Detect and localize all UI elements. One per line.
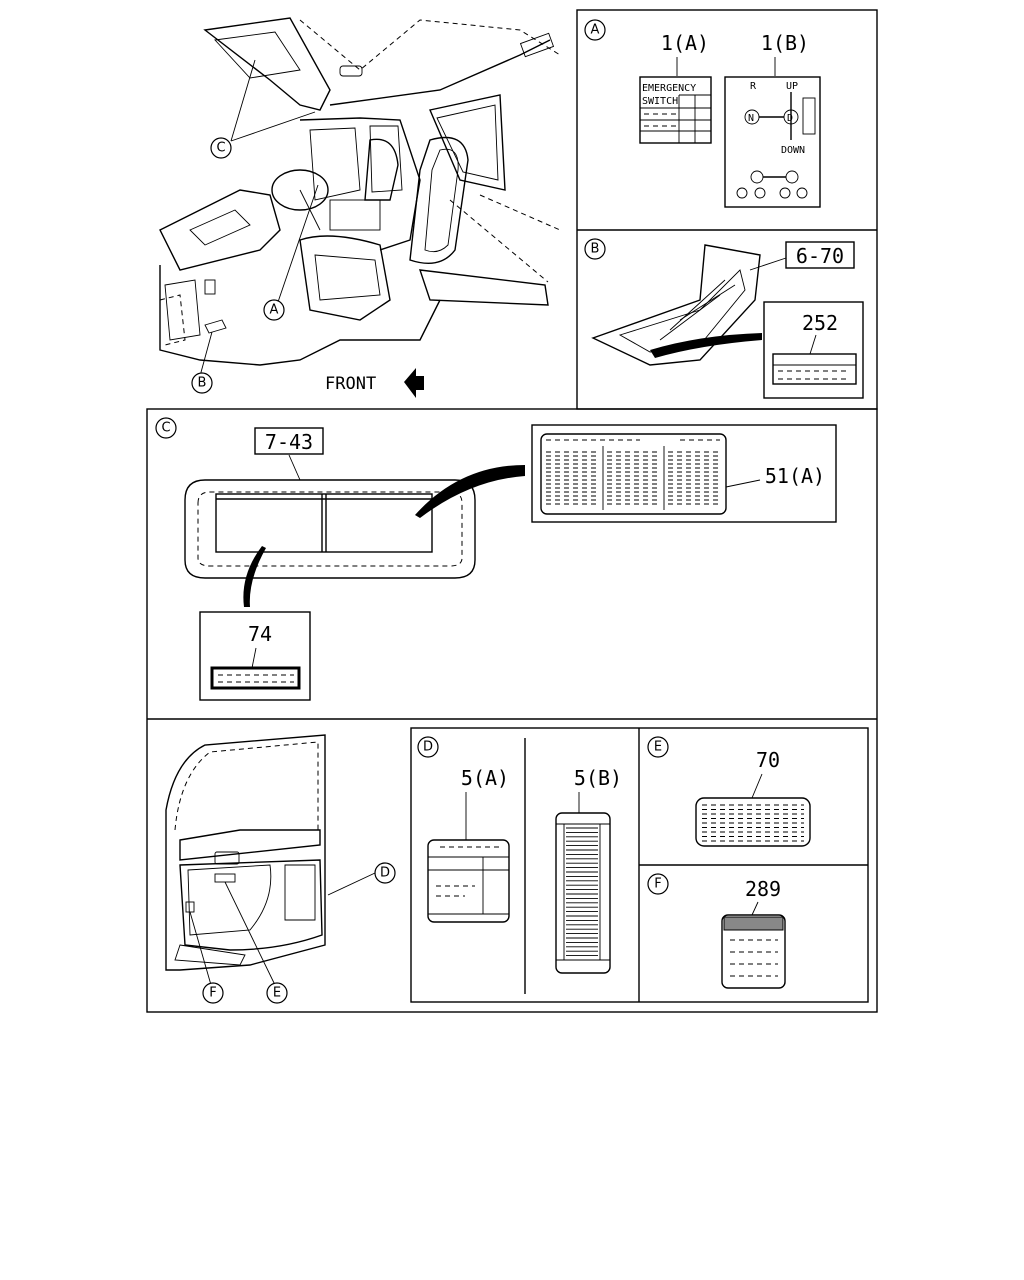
svg-text:F: F	[209, 986, 216, 1001]
front-arrow-icon	[404, 368, 424, 398]
part-box-6-70: 6-70	[785, 241, 855, 269]
svg-text:UP: UP	[786, 81, 798, 92]
callout-f-door: F	[202, 982, 224, 1004]
label-1b-shift-pattern: R UP DOWN N D	[724, 76, 821, 208]
svg-text:F: F	[654, 877, 661, 892]
part-number-1a: 1(A)	[661, 31, 709, 55]
part-number-51a: 51(A)	[765, 464, 825, 488]
label-5a	[427, 839, 510, 923]
svg-text:74: 74	[248, 622, 272, 646]
label-51a-caution	[531, 424, 837, 523]
part-number-5b: 5(B)	[574, 766, 622, 790]
part-number-70: 70	[756, 748, 780, 772]
callout-a-top: A	[263, 299, 285, 321]
callout-f-panel: F	[647, 873, 669, 895]
svg-text:DOWN: DOWN	[781, 145, 805, 156]
svg-text:7-43: 7-43	[265, 430, 313, 454]
svg-text:D: D	[380, 866, 390, 881]
svg-text:6-70: 6-70	[796, 244, 844, 268]
callout-d-panel: D	[417, 736, 439, 758]
callout-b-panel: B	[584, 238, 606, 260]
svg-text:C: C	[161, 421, 170, 436]
label-5b	[555, 812, 611, 974]
svg-text:D: D	[787, 113, 793, 124]
svg-text:A: A	[591, 23, 600, 38]
label-1a-emergency-switch: EMERGENCY SWITCH	[639, 76, 712, 144]
svg-text:B: B	[198, 376, 207, 391]
part-number-1b: 1(B)	[761, 31, 809, 55]
cab-interior-illustration	[159, 17, 561, 377]
part-box-252: 252	[763, 301, 864, 399]
svg-text:E: E	[273, 986, 281, 1001]
label-70	[695, 797, 811, 847]
svg-text:C: C	[216, 141, 225, 156]
svg-text:252: 252	[802, 311, 838, 335]
svg-text:SWITCH: SWITCH	[642, 96, 678, 107]
svg-text:A: A	[270, 303, 279, 318]
callout-e-door: E	[266, 982, 288, 1004]
sun-visor-illustration	[184, 465, 525, 607]
svg-text:R: R	[750, 81, 757, 92]
callout-c-top: C	[210, 137, 232, 159]
svg-text:D: D	[423, 740, 433, 755]
part-number-5a: 5(A)	[461, 766, 509, 790]
callout-a-panel: A	[584, 19, 606, 41]
label-289	[721, 914, 786, 989]
door-illustration	[165, 734, 376, 986]
callout-d-door: D	[374, 862, 396, 884]
callout-b-top: B	[191, 372, 213, 394]
callout-e-panel: E	[647, 736, 669, 758]
panel-frames	[146, 9, 878, 1013]
floor-mat-illustration	[591, 244, 762, 366]
svg-text:N: N	[748, 113, 754, 124]
svg-text:E: E	[654, 740, 662, 755]
part-number-289: 289	[745, 877, 781, 901]
svg-text:B: B	[591, 242, 600, 257]
svg-text:EMERGENCY: EMERGENCY	[642, 83, 696, 94]
part-box-74: 74	[199, 611, 311, 701]
callout-c-panel: C	[155, 417, 177, 439]
front-label: FRONT	[325, 374, 376, 394]
part-box-7-43: 7-43	[254, 427, 324, 455]
